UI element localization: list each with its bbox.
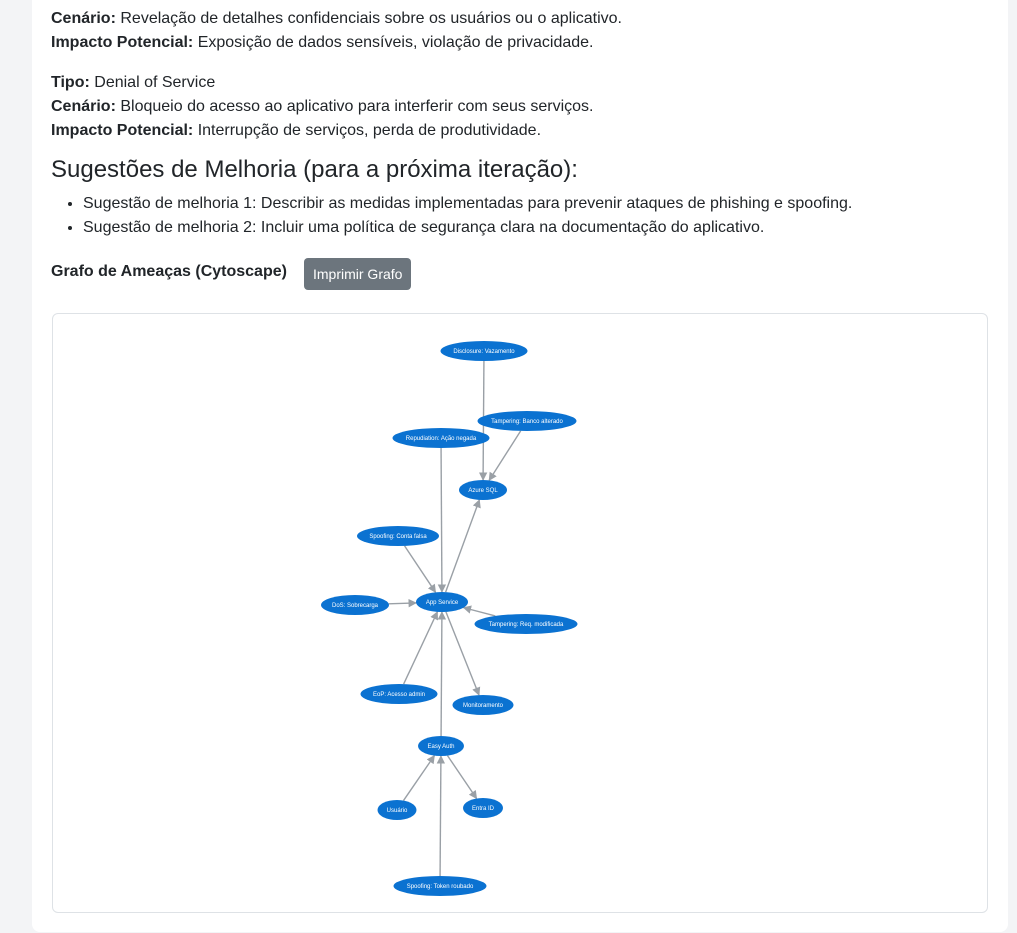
graph-node-label: Tampering: Banco alterado <box>491 419 563 425</box>
threat-2-impact: Impacto Potencial: Interrupção de serviç… <box>51 119 541 143</box>
graph-node-dos[interactable]: DoS: Sobrecarga <box>321 595 389 615</box>
graph-edge-user-easy_auth <box>402 754 435 801</box>
report-card: Cenário: Revelação de detalhes confidenc… <box>32 0 1008 932</box>
graph-node-spoofing-account[interactable]: Spoofing: Conta falsa <box>357 526 439 546</box>
graph-node-label: Entra ID <box>472 806 495 812</box>
suggestion-item: Sugestão de melhoria 2: Incluir uma polí… <box>83 216 852 240</box>
impact-label: Impacto Potencial: <box>51 122 194 139</box>
threat-2-type: Tipo: Denial of Service <box>51 71 215 95</box>
graph-edge-spoofing_account-app_service <box>403 545 437 594</box>
graph-node-shape <box>377 800 417 820</box>
graph-node-label: Spoofing: Token roubado <box>407 884 474 890</box>
graph-node-eop[interactable]: EoP: Acesso admin <box>360 684 438 704</box>
graph-node-shape <box>392 428 490 448</box>
graph-node-label: Easy Auth <box>427 744 454 750</box>
graph-node-shape <box>357 526 439 546</box>
impact-text: Interrupção de serviços, perda de produt… <box>197 122 542 139</box>
graph-node-shape <box>393 876 487 896</box>
graph-node-user[interactable]: Usuário <box>377 800 417 820</box>
graph-node-tampering-db[interactable]: Tampering: Banco alterado <box>477 411 577 431</box>
graph-node-label: Repudiation: Ação negada <box>406 436 477 442</box>
impact-text: Exposição de dados sensíveis, violação d… <box>197 34 594 51</box>
graph-node-label: DoS: Sobrecarga <box>332 603 379 609</box>
graph-node-shape <box>452 695 514 715</box>
graph-edge-easy_auth-app_service <box>437 611 447 737</box>
graph-node-label: Usuário <box>387 808 408 814</box>
suggestions-list: Sugestão de melhoria 1: Describir as med… <box>51 192 852 240</box>
graph-node-shape <box>418 736 464 756</box>
graph-node-easy-auth[interactable]: Easy Auth <box>418 736 464 756</box>
scenario-text: Revelação de detalhes confidenciais sobr… <box>120 10 622 27</box>
graph-title: Grafo de Ameaças (Cytoscape) <box>51 263 287 280</box>
graph-node-monitoring[interactable]: Monitoramento <box>452 695 514 715</box>
graph-node-azure-sql[interactable]: Azure SQL <box>459 480 507 500</box>
graph-edge-repudiation-app_service <box>437 447 447 593</box>
graph-node-shape <box>440 341 528 361</box>
graph-node-repudiation[interactable]: Repudiation: Ação negada <box>392 428 490 448</box>
graph-node-label: Spoofing: Conta falsa <box>369 534 427 540</box>
graph-node-shape <box>477 411 577 431</box>
graph-node-spoofing-token[interactable]: Spoofing: Token roubado <box>393 876 487 896</box>
graph-node-app-service[interactable]: App Service <box>416 592 468 612</box>
threat-2-scenario: Cenário: Bloqueio do acesso ao aplicativ… <box>51 95 593 119</box>
graph-node-label: EoP: Acesso admin <box>373 692 425 698</box>
graph-edge-app_service-azure_sql <box>444 499 481 593</box>
type-label: Tipo: <box>51 74 90 91</box>
graph-edge-eop-app_service <box>403 611 439 685</box>
scenario-label: Cenário: <box>51 98 116 115</box>
graph-edge-easy_auth-entra_id <box>446 755 478 800</box>
graph-edge-tampering_req-app_service <box>462 605 496 617</box>
graph-node-shape <box>459 480 507 500</box>
graph-node-label: Disclosure: Vazamento <box>453 349 515 355</box>
threat-1-scenario: Cenário: Revelação de detalhes confidenc… <box>51 7 622 31</box>
type-text: Denial of Service <box>94 74 216 91</box>
graph-node-label: App Service <box>426 600 459 606</box>
graph-edge-tampering_db-azure_sql <box>488 430 522 482</box>
scenario-label: Cenário: <box>51 10 116 27</box>
scenario-text: Bloqueio do acesso ao aplicativo para in… <box>120 98 594 115</box>
print-graph-button[interactable]: Imprimir Grafo <box>304 258 412 290</box>
graph-edge-dos-app_service <box>388 598 417 608</box>
graph-edge-spoofing_token-easy_auth <box>436 755 446 877</box>
suggestion-item: Sugestão de melhoria 1: Describir as med… <box>83 192 852 216</box>
graph-edge-app_service-monitoring <box>445 611 481 696</box>
graph-node-disclosure[interactable]: Disclosure: Vazamento <box>440 341 528 361</box>
threat-1-impact: Impacto Potencial: Exposição de dados se… <box>51 31 594 55</box>
graph-node-tampering-req[interactable]: Tampering: Req. modificada <box>474 614 578 634</box>
graph-node-shape <box>463 798 503 818</box>
graph-node-label: Tampering: Req. modificada <box>489 622 564 628</box>
graph-node-shape <box>416 592 468 612</box>
graph-node-entra-id[interactable]: Entra ID <box>463 798 503 818</box>
graph-node-shape <box>360 684 438 704</box>
impact-label: Impacto Potencial: <box>51 34 194 51</box>
suggestions-heading: Sugestões de Melhoria (para a próxima it… <box>51 156 578 183</box>
graph-node-label: Monitoramento <box>463 703 504 709</box>
graph-node-shape <box>321 595 389 615</box>
graph-node-label: Azure SQL <box>468 488 498 494</box>
graph-node-shape <box>474 614 578 634</box>
